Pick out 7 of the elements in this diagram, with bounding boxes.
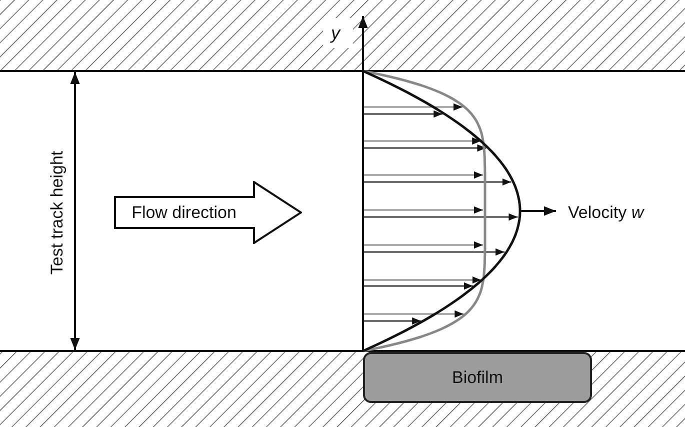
biofilm-box [363, 352, 592, 403]
axis-label: y [331, 22, 340, 45]
box-label: Biofilm [452, 366, 503, 389]
dimension-label: Test track height [46, 150, 68, 277]
flow-direction-arrow [114, 181, 302, 244]
arrow-label: Flow direction [132, 202, 236, 224]
axis-label: Velocity w [568, 202, 644, 224]
